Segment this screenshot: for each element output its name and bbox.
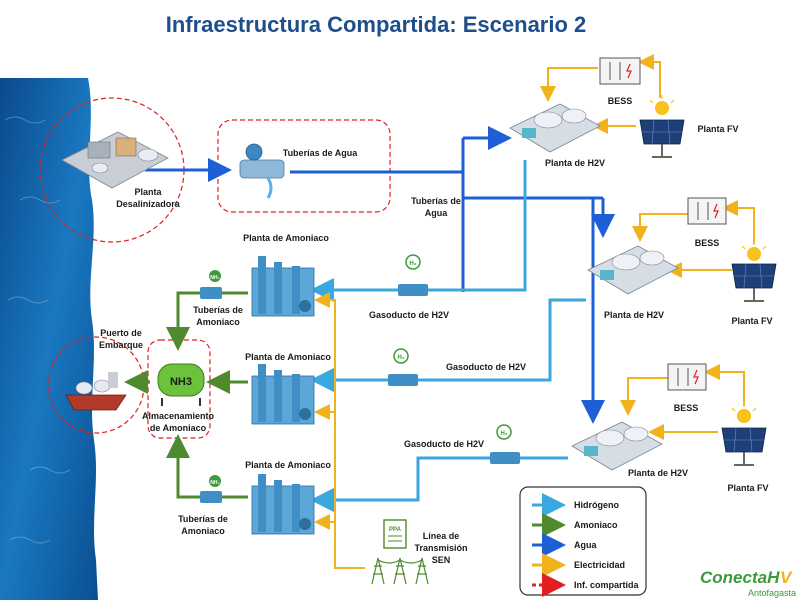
ammonia-plant-1-icon [251,256,315,317]
page-title: Infraestructura Compartida: Escenario 2 [166,12,587,37]
nh3-tank-text: NH3 [170,376,192,388]
sea-waves [4,116,71,544]
bess-3-icon [667,363,707,391]
ammonia-plant-2-icon [251,364,315,425]
ppa-label: PPA [389,527,402,533]
pv-3-label: Planta FV [727,483,768,493]
h2-valve-2-icon [388,348,418,386]
legend-label-2: Agua [574,540,597,550]
gas-2-label: Gasoducto de H2V [446,362,526,372]
ppa-document-icon [383,519,407,549]
nh3-badge-2: NH₃ [210,480,220,486]
water-pipes-mid-label-2: Agua [425,208,448,218]
ammonia-pipes-1-label-1: Tuberías de [193,305,243,315]
logo-main-text: ConectaH [700,568,780,587]
h2-badge-1: H₂ [410,261,417,267]
ammonia-plant-3-icon [251,474,315,535]
conecta-logo: ConectaH V Antofagasta [700,568,796,598]
ammonia-plant-3-label: Planta de Amoniaco [245,460,331,470]
elec-bess1-h2v1 [540,67,598,102]
h2v-3-label: Planta de H2V [628,468,688,478]
gas-3-label: Gasoducto de H2V [404,439,484,449]
bess-2-label: BESS [695,238,720,248]
water-pipes-mid-label-1: Tuberías de [411,196,461,206]
h2-badge-2: H₂ [398,355,405,361]
ammonia-pipes-2-label-1: Tuberías de [178,514,228,524]
elec-pv1-bess1 [638,54,661,98]
ammonia-pipes-1-label-2: Amoniaco [196,317,240,327]
h2v-plant-1-icon [509,103,601,153]
pv-2-label: Planta FV [731,316,772,326]
transmission-label-3: SEN [432,555,451,565]
pv-plant-2-icon [731,241,777,302]
sea-area [0,78,98,600]
bess-2-icon [687,197,727,225]
h2v-plant-2-icon [587,245,679,295]
h2-valve-3-icon [490,424,520,464]
port-label-1: Puerto de [100,328,142,338]
elec-pv2-bess2 [722,200,755,244]
port-label-2: Embarque [99,340,143,350]
h2-line-2 [310,298,586,392]
gas-1-label: Gasoducto de H2V [369,310,449,320]
nh3-line-1 [166,291,248,351]
h2v-2-label: Planta de H2V [604,310,664,320]
logo-accent-text: V [780,568,793,587]
pv-plant-1-icon [639,95,685,158]
pv-1-label: Planta FV [697,124,738,134]
desalination-plant-icon [61,131,169,189]
elec-pv3-bess3 [704,364,745,406]
ammonia-plant-1-label: Planta de Amoniaco [243,233,329,243]
h2-line-1 [310,160,527,302]
bess-1-icon [599,57,641,85]
logo-sub-text: Antofagasta [748,588,796,598]
bess-1-label: BESS [608,96,633,106]
storage-label-2: de Amoniaco [150,423,207,433]
legend-label-4: Inf. compartida [574,580,640,590]
ammonia-pipes-2-label-2: Amoniaco [181,526,225,536]
transmission-towers-icon [371,557,429,585]
h2v-1-label: Planta de H2V [545,158,605,168]
h2-badge-3: H₂ [501,431,508,437]
elec-bess3-h2v3 [620,377,668,416]
elec-grid-ammonia [314,292,365,569]
legend-label-0: Hidrógeno [574,500,619,510]
elec-bess2-h2v2 [632,213,688,242]
legend-label-1: Amoniaco [574,520,618,530]
desal-label-2: Desalinizadora [116,199,181,209]
bess-3-label: BESS [674,403,699,413]
nh3-badge-1: NH₃ [210,275,220,281]
nh3-line-3 [166,434,248,499]
h2-valve-1-icon [398,254,428,296]
pv-plant-3-icon [721,403,767,466]
desal-label-1: Planta [134,187,162,197]
water-valve-icon [239,143,285,199]
port-ship-icon [65,372,127,411]
water-pipes-label: Tuberías de Agua [283,148,359,158]
nh3-storage-tank-icon [157,363,205,406]
transmission-label-2: Transmisión [414,543,467,553]
nh3-valve-1-icon [200,270,222,299]
nh3-valve-2-icon [200,475,222,503]
ammonia-plant-2-label: Planta de Amoniaco [245,352,331,362]
storage-label-1: Almacenamiento [142,411,215,421]
h2v-plant-3-icon [571,421,663,471]
legend-label-3: Electricidad [574,560,625,570]
transmission-label-1: Línea de [423,531,460,541]
